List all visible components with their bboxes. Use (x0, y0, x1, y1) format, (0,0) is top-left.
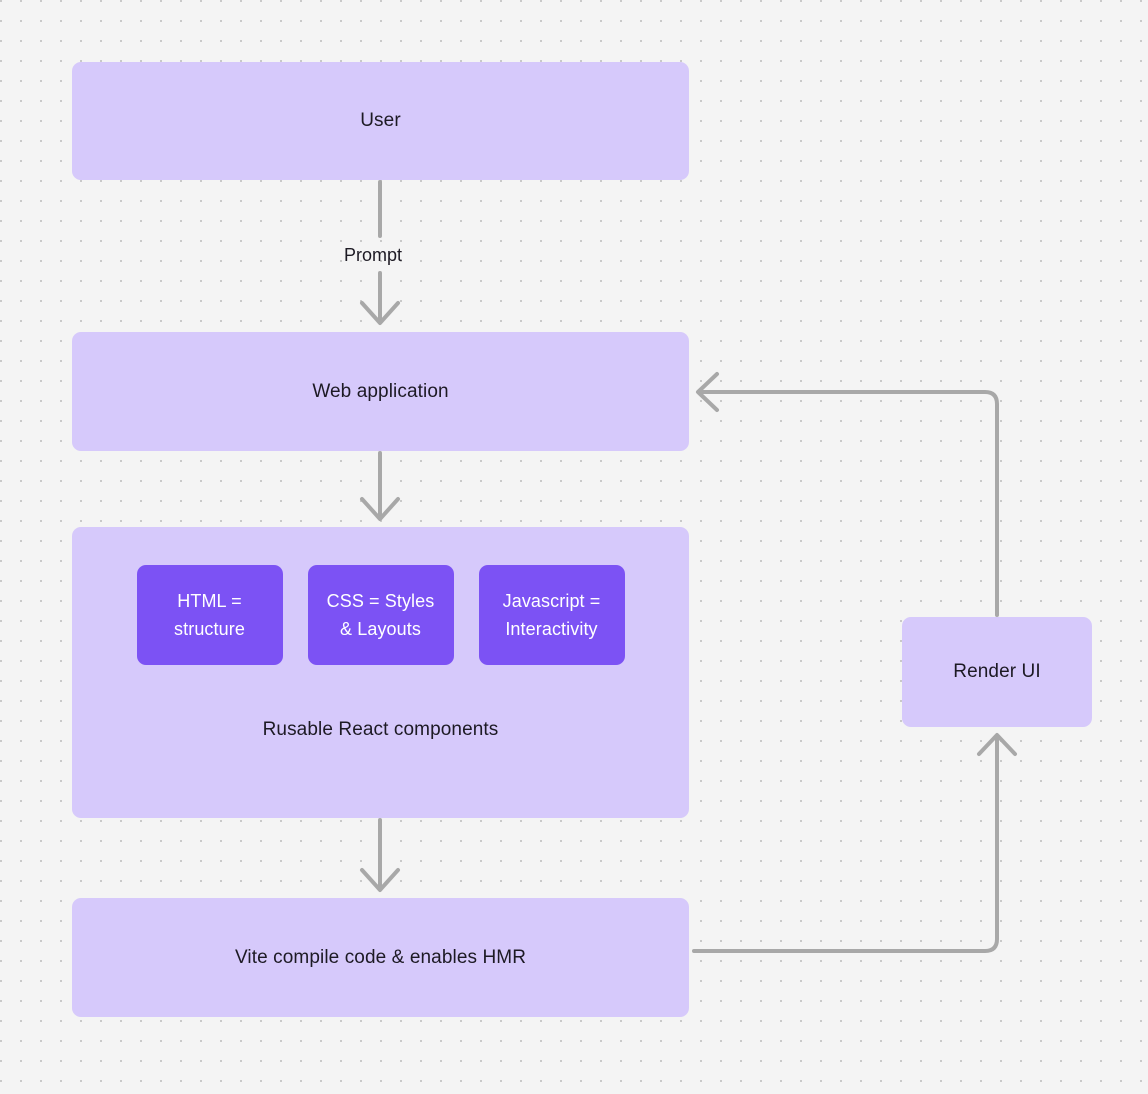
node-javascript[interactable]: Javascript = Interactivity (478, 565, 625, 665)
arrowhead-up-render (977, 733, 1017, 756)
edge-label-prompt: Prompt (344, 245, 403, 265)
edge-render-to-webapp-line (698, 390, 999, 617)
node-css[interactable]: CSS = Styles & Layouts (307, 565, 454, 665)
edge-components-to-vite (360, 818, 400, 892)
node-html[interactable]: HTML = structure (136, 565, 283, 665)
node-user-label: User (360, 110, 401, 131)
node-css-label: CSS = Styles & Layouts (326, 590, 435, 639)
node-web-application-label: Web application (312, 380, 449, 402)
node-user[interactable]: User (72, 62, 689, 180)
edge-vite-to-render-line (692, 734, 999, 953)
node-vite[interactable]: Vite compile code & enables HMR (72, 898, 689, 1017)
node-react-components-group[interactable]: HTML = structure CSS = Styles & Layouts … (72, 527, 689, 818)
arrowhead-down-vite (360, 868, 400, 892)
arrowhead-down-webapp (360, 301, 400, 325)
node-render-ui[interactable]: Render UI (902, 617, 1092, 727)
edge-vite-to-render (692, 733, 1017, 953)
node-render-ui-label: Render UI (953, 661, 1041, 682)
node-html-label: HTML = structure (174, 590, 245, 639)
node-web-application[interactable]: Web application (72, 332, 689, 451)
node-javascript-label: Javascript = Interactivity (502, 590, 601, 639)
edge-render-to-webapp (696, 372, 999, 617)
arrowhead-left-webapp (696, 372, 719, 412)
node-vite-label: Vite compile code & enables HMR (234, 946, 527, 968)
node-react-components-caption: Rusable React components (262, 719, 499, 740)
arrowhead-down-components (360, 497, 400, 521)
sub-node-row: HTML = structure CSS = Styles & Layouts … (72, 565, 689, 665)
edge-webapp-to-components (360, 451, 400, 521)
